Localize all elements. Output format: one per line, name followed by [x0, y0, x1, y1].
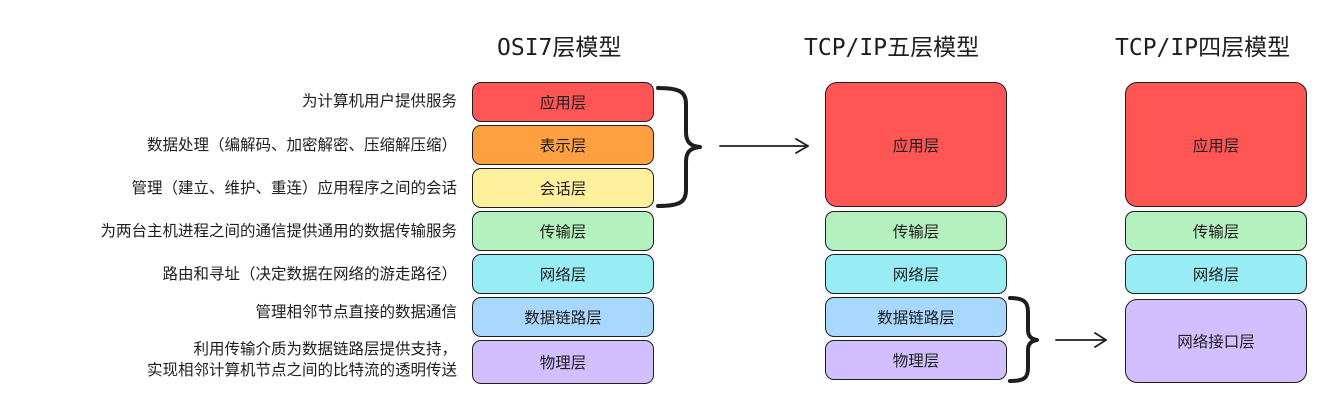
arrow-tcpip5-to-tcpip4-head: [1094, 332, 1107, 348]
desc-network: 路由和寻址（决定数据在网络的游走路径）: [162, 265, 457, 283]
tcpip5-title: TCP/IP五层模型: [804, 35, 980, 61]
tcpip4-layer-network: 网络层: [1125, 254, 1307, 294]
arrow-osi-to-tcpip5-head: [795, 138, 809, 154]
tcpip4-layer-transport: 传输层: [1125, 211, 1307, 251]
tcpip5-layer-application: 应用层: [825, 82, 1007, 207]
osi-layer-physical: 物理层: [472, 340, 654, 384]
tcpip5-layer-physical: 物理层: [825, 340, 1007, 380]
osi-layer-network: 网络层: [472, 254, 654, 294]
osi-layer-application: 应用层: [472, 82, 654, 122]
tcpip5-layer-transport: 传输层: [825, 211, 1007, 251]
osi-layer-session: 会话层: [472, 168, 654, 208]
osi-layer-datalink: 数据链路层: [472, 297, 654, 337]
brace-osi-upper: [656, 86, 702, 208]
tcpip4-layer-network-interface: 网络接口层: [1125, 299, 1307, 383]
desc-transport: 为两台主机进程之间的通信提供通用的数据传输服务: [100, 222, 457, 240]
tcpip5-layer-datalink: 数据链路层: [825, 297, 1007, 337]
desc-datalink: 管理相邻节点直接的数据通信: [255, 303, 457, 321]
desc-presentation: 数据处理（编解码、加密解密、压缩解压缩）: [146, 136, 457, 154]
desc-physical: 利用传输介质为数据链路层提供支持， 实现相邻计算机节点之间的比特流的透明传送: [146, 340, 457, 379]
brace-tcpip5-lower: [1008, 296, 1039, 383]
desc-application: 为计算机用户提供服务: [301, 92, 457, 110]
tcpip5-layer-network: 网络层: [825, 254, 1007, 294]
osi-layer-transport: 传输层: [472, 211, 654, 251]
desc-session: 管理（建立、维护、重连）应用程序之间的会话: [131, 179, 457, 197]
osi-title: OSI7层模型: [497, 35, 622, 61]
osi-layer-presentation: 表示层: [472, 125, 654, 165]
tcpip4-title: TCP/IP四层模型: [1115, 35, 1291, 61]
tcpip4-layer-application: 应用层: [1125, 82, 1307, 207]
